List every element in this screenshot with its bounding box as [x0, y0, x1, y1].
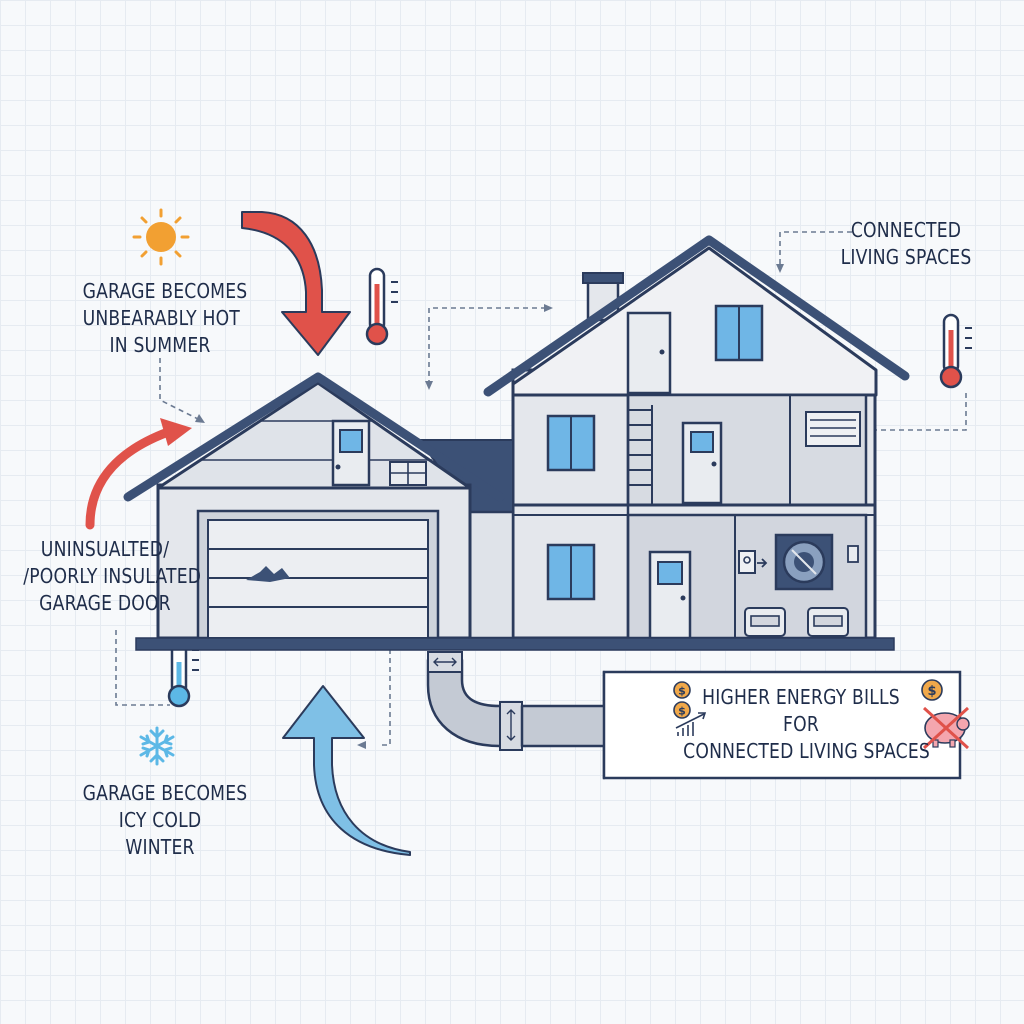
svg-text:$: $ [678, 685, 686, 698]
thermometer-icon [365, 267, 398, 346]
dollar-coin-icon: $ [673, 701, 691, 719]
foundation [135, 637, 895, 651]
dollar-coin-icon: $ [921, 679, 943, 701]
living-spaces-label: CONNECTED LIVING SPACES [832, 217, 980, 271]
hot-summer-line: IN SUMMER [109, 333, 211, 357]
hot-summer-line: UNBEARABLY HOT [82, 306, 240, 330]
svg-text:$: $ [927, 684, 936, 699]
door-crack [246, 566, 290, 582]
dashed-connectors [115, 231, 967, 746]
svg-text:$: $ [678, 705, 686, 718]
energy-bills-line: HIGHER ENERGY BILLS [702, 685, 900, 709]
hot-summer-label: GARAGE BECOMES UNBEARABLY HOT IN SUMMER [82, 278, 248, 359]
dollar-coin-icon: $ [673, 681, 691, 699]
cold-winter-line: ICY COLD [118, 808, 202, 832]
sun-icon [132, 208, 190, 266]
garage-door-line: /POORLY INSULATED [23, 564, 202, 588]
cold-winter-line: WINTER [125, 835, 195, 859]
living-spaces-line: CONNECTED [850, 218, 962, 242]
energy-bills-label: HIGHER ENERGY BILLS FOR CONNECTED LIVING… [683, 684, 930, 765]
snowflake-icon [139, 726, 175, 766]
energy-bills-line: FOR [783, 712, 819, 736]
heat-curve-arrow [85, 418, 192, 530]
living-spaces-line: LIVING SPACES [840, 245, 972, 269]
rising-chart-icon [675, 712, 707, 736]
cold-winter-line: GARAGE BECOMES [82, 781, 248, 805]
crossed-piggy-bank-icon [922, 706, 970, 750]
window [546, 414, 596, 472]
energy-bills-panel [602, 670, 962, 780]
cold-up-arrow [282, 685, 411, 856]
garage-door [196, 509, 440, 640]
garage-door-line: UNINSUALTED/ [40, 537, 170, 561]
energy-bills-line: CONNECTED LIVING SPACES [683, 739, 930, 763]
heat-down-arrow [241, 211, 351, 356]
hot-summer-line: GARAGE BECOMES [82, 279, 248, 303]
garage-door-label: UNINSUALTED/ /POORLY INSULATED GARAGE DO… [23, 536, 202, 617]
window [714, 304, 764, 362]
cold-winter-label: GARAGE BECOMES ICY COLD WINTER [82, 780, 248, 861]
garage-door-line: GARAGE DOOR [39, 591, 171, 615]
thermometer-icon [939, 313, 972, 389]
main-house [483, 235, 910, 640]
window [546, 543, 596, 601]
